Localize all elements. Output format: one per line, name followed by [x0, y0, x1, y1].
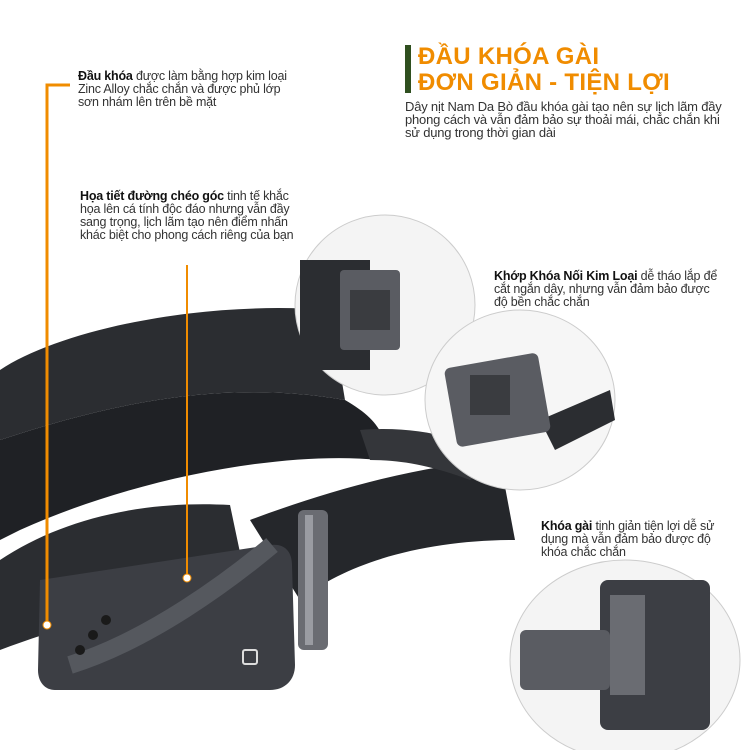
header-description: Dây nịt Nam Da Bò đầu khóa gài tạo nên s… — [405, 99, 722, 140]
callout-text: tinh giản tiện lợi dễ sử dụng mà vẫn đảm… — [541, 519, 715, 559]
detail-circle-joint — [424, 309, 616, 491]
callout-text: được làm bằng hợp kim loại Zinc Alloy ch… — [78, 69, 287, 109]
callout-line-pattern — [182, 265, 192, 583]
callout-text: tinh tế khắc họa lên cá tính độc đáo như… — [80, 189, 294, 242]
detail-circle-buckle — [509, 559, 741, 750]
callout-text: dễ tháo lắp để cắt ngắn dây, nhưng vẫn đ… — [494, 269, 718, 309]
callout-title: Họa tiết đường chéo góc — [80, 189, 224, 203]
callout-clasp: Khóa gài tinh giản tiện lợi dễ sử dụng m… — [541, 520, 727, 559]
callout-title: Khóa gài — [541, 519, 593, 533]
detail-circle-connector — [294, 214, 476, 396]
page-title: ĐẦU KHÓA GÀI ĐƠN GIẢN - TIỆN LỢI — [418, 44, 670, 96]
callout-pattern: Họa tiết đường chéo góc tinh tế khắc họa… — [80, 190, 295, 242]
callout-metal-joint: Khớp Khóa Nối Kim Loại dễ tháo lắp để cắ… — [494, 270, 722, 309]
callout-buckle-head: Đầu khóa được làm bằng hợp kim loại Zinc… — [78, 70, 303, 109]
callout-line-buckle-head — [42, 83, 70, 630]
title-line-1: ĐẦU KHÓA GÀI — [418, 43, 600, 70]
callout-title: Đầu khóa — [78, 69, 133, 83]
title-line-2: ĐƠN GIẢN - TIỆN LỢI — [418, 69, 670, 96]
callout-title: Khớp Khóa Nối Kim Loại — [494, 269, 638, 283]
title-accent-bar — [405, 45, 411, 93]
